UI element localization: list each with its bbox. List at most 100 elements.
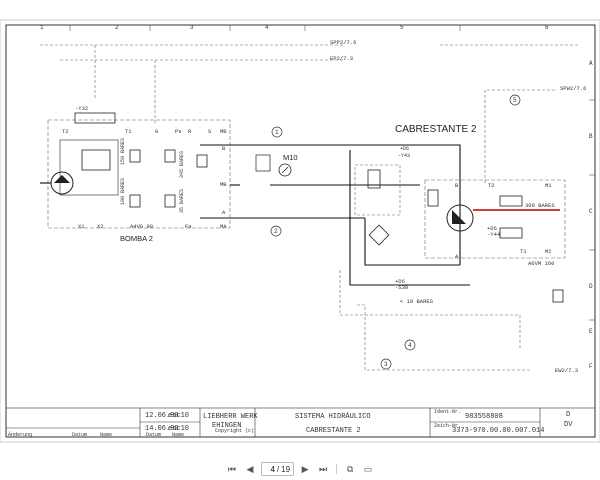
rev-header: Datum xyxy=(146,432,161,438)
valve-label: -Y43 xyxy=(398,153,410,159)
motor-triangle xyxy=(452,210,466,224)
sheet-marker-2: DV xyxy=(564,421,573,429)
rev-date-1: 12.06.08 xyxy=(145,412,179,420)
pump-group-box xyxy=(47,119,231,229)
port-label: T2 xyxy=(62,128,69,135)
rev-header: Änderung xyxy=(8,431,32,438)
port-label: B xyxy=(455,182,459,189)
callout-number: 3 xyxy=(384,361,388,368)
drawing-title-1: SISTEMA HIDRÁULICO xyxy=(295,412,371,421)
filter-symbol xyxy=(368,224,390,246)
valve-y44 xyxy=(499,195,523,207)
motor-model-label: A6VM 160 xyxy=(528,260,554,267)
gauge-connector xyxy=(255,154,271,172)
pump-control-box xyxy=(59,139,119,196)
grid-row-label: B xyxy=(589,133,593,140)
rev-header: Name xyxy=(100,432,112,438)
line-ref-ep2: EP2/7.3 xyxy=(330,55,353,62)
toolbar-divider xyxy=(336,464,338,474)
port-label: MA xyxy=(220,223,227,230)
company-city: EHINGEN xyxy=(212,422,241,430)
valve-label: +D6 xyxy=(395,278,405,285)
grid-col-label: 1 xyxy=(40,24,44,31)
prev-page-icon[interactable]: ◀ xyxy=(246,463,254,474)
pressure-label: 345 BARES xyxy=(179,151,185,178)
line-ref-spp2: SPP2/7.6 xyxy=(330,39,356,46)
rev-header: Datum xyxy=(72,432,87,438)
port-label: G xyxy=(155,128,158,135)
callout-circle xyxy=(380,358,392,370)
motor-group-box xyxy=(424,179,566,259)
ident-label: Ident-Nr. xyxy=(434,409,461,415)
valve-label: -S38 xyxy=(395,284,408,291)
copy-page-icon[interactable]: ⧉ xyxy=(346,463,354,474)
port-label: Fa xyxy=(185,223,192,230)
page-indicator: / 19 xyxy=(260,462,295,476)
pump-triangle xyxy=(54,175,70,183)
port-label: T1 xyxy=(125,128,132,135)
company-name: LIEBHERR WERK xyxy=(203,413,258,421)
port-label: A xyxy=(455,253,459,260)
port-label: M2 xyxy=(545,248,552,255)
pump-model-label: A4VG 90 xyxy=(130,223,153,230)
rev-user-1: esc10 xyxy=(168,412,189,420)
valve-y43 xyxy=(367,169,381,189)
page-separator: / xyxy=(276,464,280,474)
line-ref-ew2: EW2/7.3 xyxy=(555,367,578,374)
pressure-label: < 10 BARES xyxy=(400,298,434,305)
port-label: M1 xyxy=(545,182,552,189)
gauge-m10 xyxy=(278,163,292,177)
pressure-label: 150 BARES xyxy=(120,138,126,165)
motor-symbol xyxy=(446,204,474,232)
grid-row-label: D xyxy=(589,283,593,290)
valve-label: +D6 xyxy=(400,146,409,152)
pressure-label: 300 BARES xyxy=(525,202,555,209)
page-navigation-toolbar: ⏮ ◀ / 19 ▶ ⏭ ⧉ ▭ xyxy=(0,458,600,480)
port-label: Ps xyxy=(175,128,182,135)
sheet-marker: D xyxy=(566,411,570,419)
grid-row-label: F xyxy=(589,363,593,370)
control-valve xyxy=(499,227,523,239)
valve-label-y32: -Y32 xyxy=(75,105,88,112)
drawing-no-label: Zeich-Nr. xyxy=(434,423,461,429)
callout-circle xyxy=(270,225,282,237)
grid-col-label: 4 xyxy=(265,24,269,31)
page-number-input[interactable] xyxy=(264,464,275,474)
port-label: X1 xyxy=(78,223,85,230)
title-block xyxy=(5,407,596,438)
pump-title: BOMBA 2 xyxy=(120,234,153,243)
grid-col-label: 6 xyxy=(545,24,549,31)
sheet-border xyxy=(5,24,596,438)
drawing-title-2: CABRESTANTE 2 xyxy=(306,427,361,435)
sheet-outer-border xyxy=(0,19,600,443)
callout-number: 4 xyxy=(408,342,412,349)
fit-page-icon[interactable]: ▭ xyxy=(363,463,373,474)
callout-number: 5 xyxy=(513,97,517,104)
first-page-icon[interactable]: ⏮ xyxy=(227,463,236,474)
port-label: S xyxy=(208,128,212,135)
gauge-title: M10 xyxy=(283,153,298,162)
brake-cylinder xyxy=(427,189,439,207)
page-total: 19 xyxy=(281,464,291,474)
port-label: MB xyxy=(220,128,227,135)
copyright: Copyright (c) xyxy=(215,428,254,434)
grid-col-label: 2 xyxy=(115,24,119,31)
rev-date-2: 14.06.08 xyxy=(145,425,179,433)
pressure-label: 100 BARES xyxy=(120,178,126,205)
last-page-icon[interactable]: ⏭ xyxy=(319,463,328,474)
grid-col-label: 5 xyxy=(400,24,404,31)
next-page-icon[interactable]: ▶ xyxy=(301,463,309,474)
callout-number: 1 xyxy=(275,129,279,136)
rev-user-2: esc10 xyxy=(168,425,189,433)
brake-valve-box xyxy=(354,164,401,216)
drawing-number: 3373-970.00.00.007.014 xyxy=(452,427,544,435)
port-label: R xyxy=(188,128,192,135)
accumulator xyxy=(552,289,564,303)
line-ref-spw2: SPW2/7.6 xyxy=(560,85,586,92)
port-label: T1 xyxy=(520,248,527,255)
callout-circle xyxy=(509,94,521,106)
valve-label: +D6 xyxy=(487,225,497,232)
pressure-label: 35 BARES xyxy=(179,189,185,213)
schematic-sheet: 1 2 3 4 5 6 A B C D E F xyxy=(0,19,600,443)
